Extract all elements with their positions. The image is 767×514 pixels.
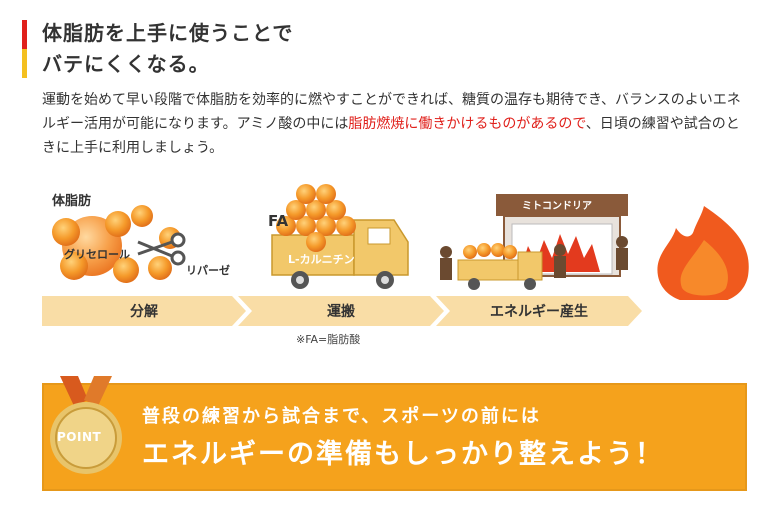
- body-text-part-1: 運動を始めて早い段階で体脂肪を効率的に燃やすことができれば、糖質の温存も期待でき…: [42, 92, 741, 132]
- body-text-part-2: 、日頃の練習や試合のときに上手に利用しましょう。: [42, 116, 740, 156]
- truck-label: L-カルニチン: [288, 253, 355, 266]
- page-title: 体脂肪を上手に使うことで バテにくくなる。: [42, 18, 293, 80]
- step-energy-production: エネルギー産生: [436, 296, 642, 326]
- glycerol-label: グリセロール: [64, 248, 130, 261]
- process-arrow-strip: 分解 運搬 エネルギー産生: [42, 296, 642, 326]
- point-medal-icon: [50, 376, 122, 474]
- truck-icon: [271, 219, 409, 289]
- fat-cluster-icon: [52, 205, 181, 283]
- body-highlight: 脂肪燃焼に働きかけるものがあるので: [348, 116, 586, 132]
- fa-footnote: ※FA=脂肪酸: [296, 333, 361, 346]
- energy-label: エネルギー: [655, 308, 725, 324]
- fatty-acid-balls-icon: [276, 184, 356, 252]
- point-box: [42, 383, 747, 491]
- title-line-2: バテにくくなる。: [42, 52, 210, 76]
- fa-label: FA: [268, 212, 289, 230]
- title-accent-bar: [22, 20, 27, 78]
- scissors-icon: [137, 232, 186, 266]
- lipase-label: リパーゼ: [186, 264, 230, 277]
- step-decompose: 分解: [42, 296, 246, 326]
- fat-label: 体脂肪: [52, 194, 92, 209]
- title-line-1: 体脂肪を上手に使うことで: [42, 21, 294, 45]
- fat-metabolism-illustration: [52, 184, 749, 300]
- workers-icon: [440, 236, 628, 280]
- mitochondria-label: ミトコンドリア: [522, 201, 592, 212]
- point-line-1: 普段の練習から試合まで、スポーツの前には: [142, 406, 541, 427]
- step-transport: 運搬: [238, 296, 444, 326]
- point-badge-text: POINT: [57, 430, 102, 444]
- small-truck-icon: [457, 243, 543, 290]
- body-paragraph: 運動を始めて早い段階で体脂肪を効率的に燃やすことができれば、糖質の温存も期待でき…: [42, 88, 742, 160]
- flame-icon: [657, 206, 749, 300]
- point-line-2: エネルギーの準備もしっかり整えよう！: [142, 439, 664, 470]
